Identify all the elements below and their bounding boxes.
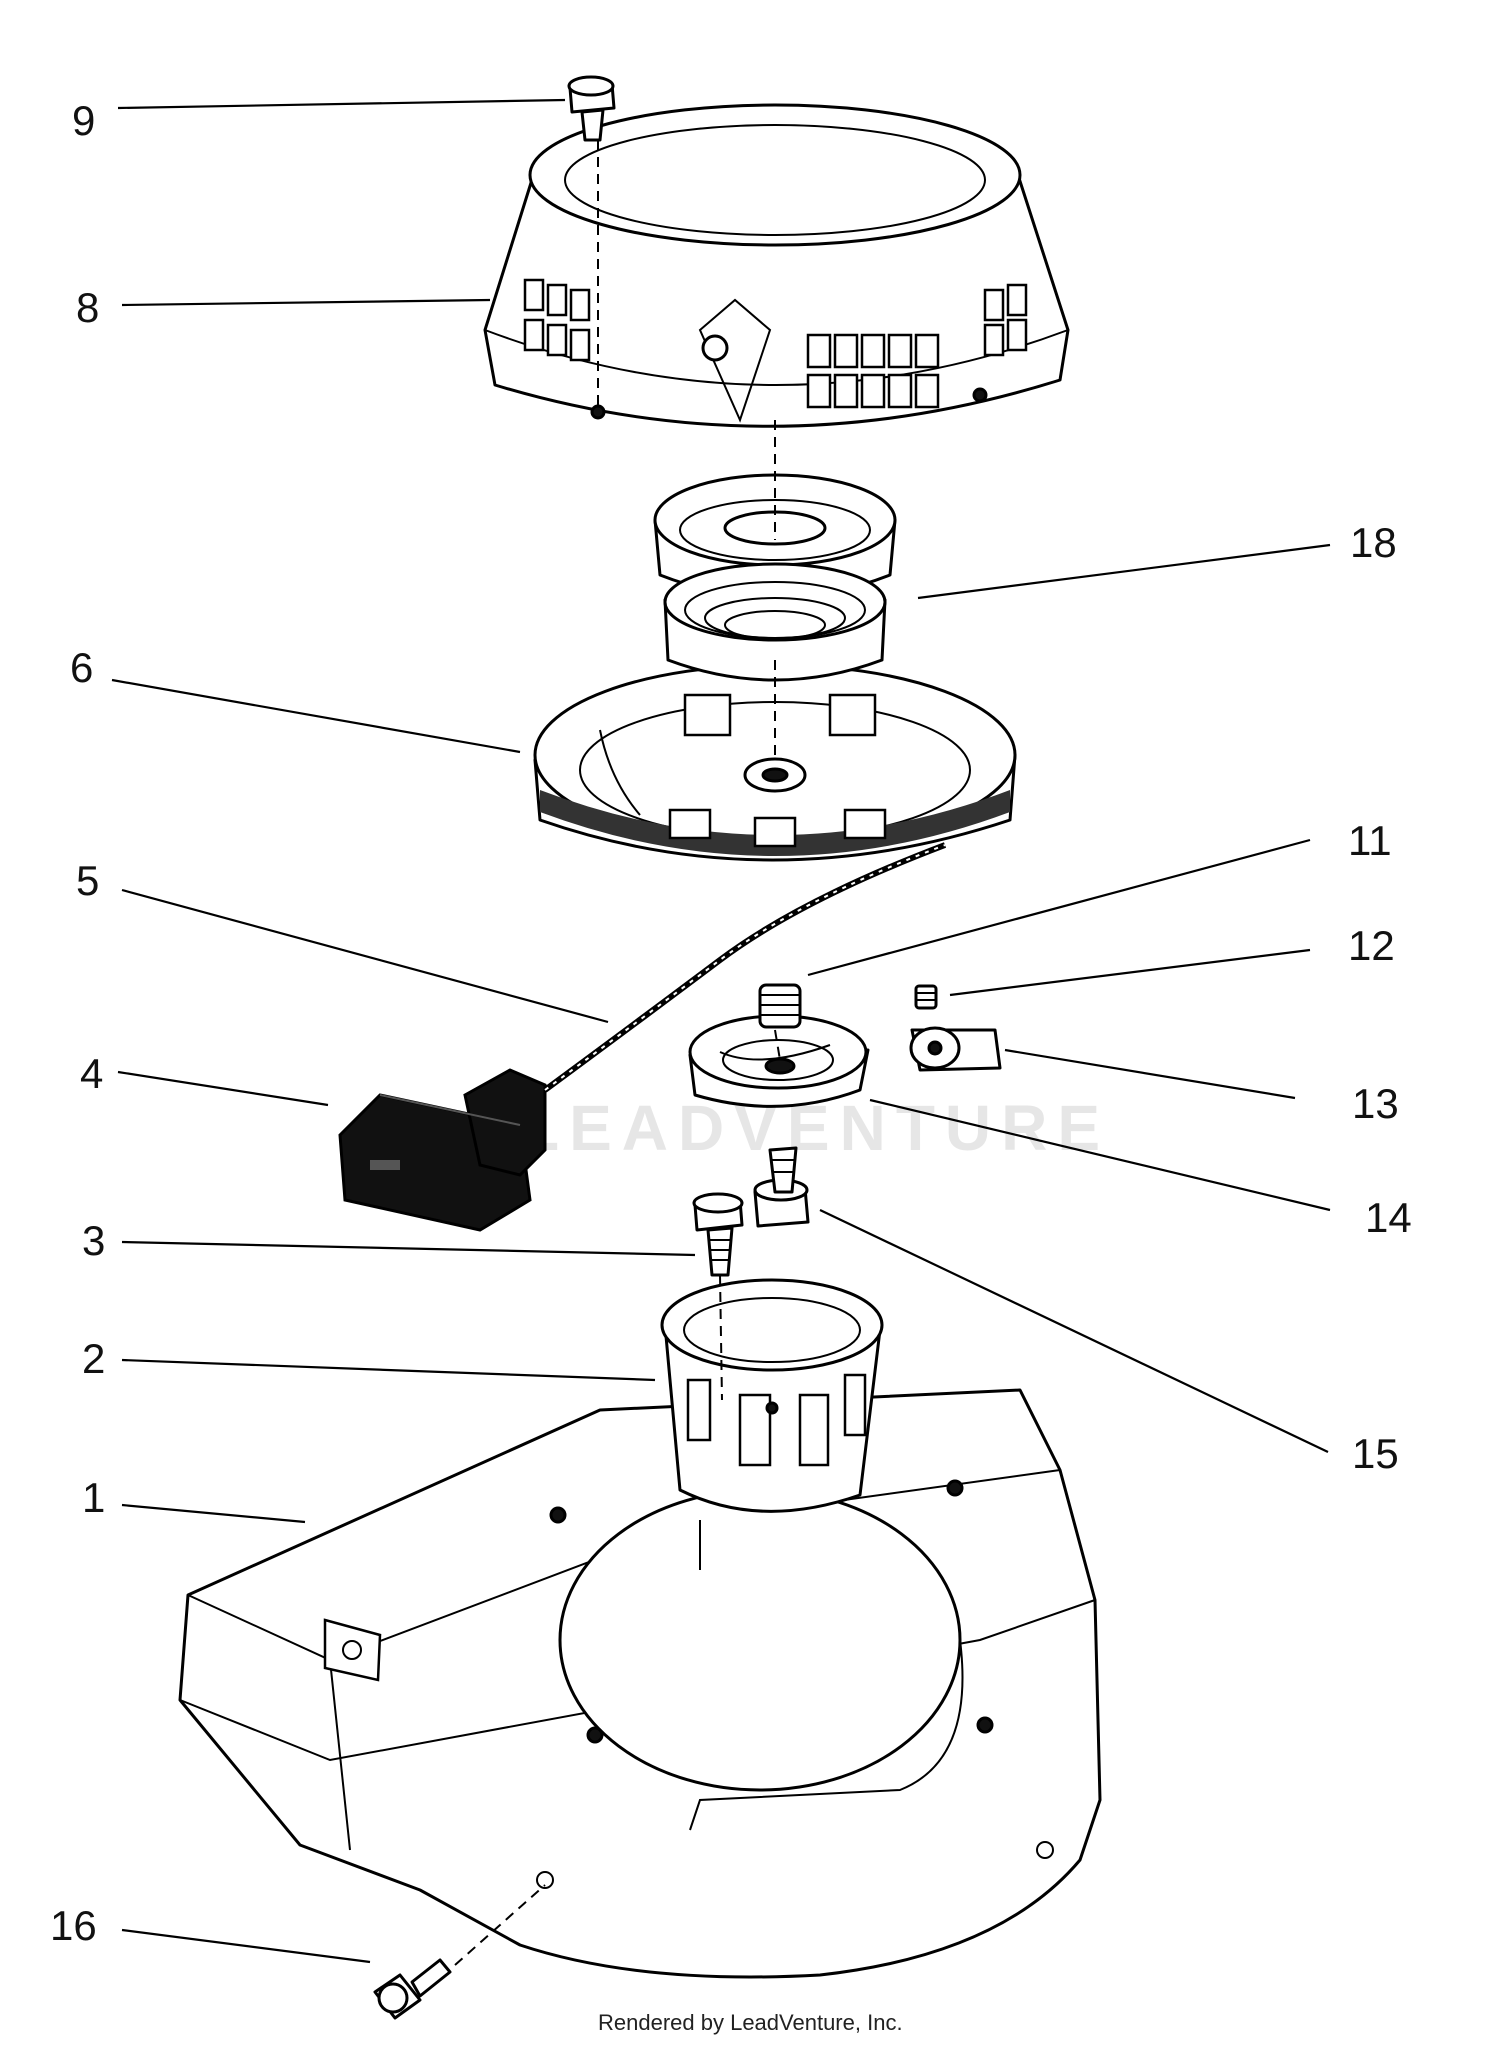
callout-16: 16 [50, 1902, 97, 1949]
part-5-starter-rope[interactable] [543, 842, 947, 1093]
callout-5: 5 [76, 857, 99, 904]
part-12-small-spring[interactable] [914, 984, 938, 1010]
part-3-bolt[interactable] [692, 1192, 744, 1277]
part-2-starter-cup[interactable] [660, 1278, 884, 1513]
cover-vent-slots [523, 278, 1028, 409]
callout-15: 15 [1352, 1430, 1399, 1477]
assembly-axis-lines [454, 140, 781, 1966]
callout-8: 8 [76, 284, 99, 331]
part-16-screw[interactable] [373, 1958, 452, 2020]
part-14-pulley-cup[interactable] [688, 1014, 870, 1108]
part-4-rope-handle[interactable] [338, 1068, 547, 1232]
callout-14: 14 [1365, 1194, 1412, 1241]
callout-2: 2 [82, 1335, 105, 1382]
part-18-recoil-spring[interactable] [653, 473, 897, 682]
part-13-pawl[interactable] [909, 1026, 1002, 1072]
callout-3: 3 [82, 1217, 105, 1264]
part-9-screw[interactable] [567, 75, 616, 142]
part-11-spring[interactable] [758, 983, 802, 1029]
callout-labels: 9 8 18 6 11 5 12 4 13 14 3 2 15 1 16 [50, 97, 1412, 1949]
callout-9: 9 [72, 97, 95, 144]
leader-lines [111, 98, 1331, 1964]
callout-11: 11 [1348, 817, 1392, 864]
part-8-starter-cover[interactable] [483, 103, 1070, 428]
callout-13: 13 [1352, 1080, 1399, 1127]
callout-1: 1 [82, 1474, 105, 1521]
part-15-shoulder-screw[interactable] [753, 1146, 810, 1228]
callout-4: 4 [80, 1050, 103, 1097]
render-credit: Rendered by LeadVenture, Inc. [598, 2010, 903, 2035]
callout-6: 6 [70, 644, 93, 691]
callout-18: 18 [1350, 519, 1397, 566]
callout-12: 12 [1348, 922, 1395, 969]
part-1-blower-housing[interactable] [178, 1388, 1102, 1979]
